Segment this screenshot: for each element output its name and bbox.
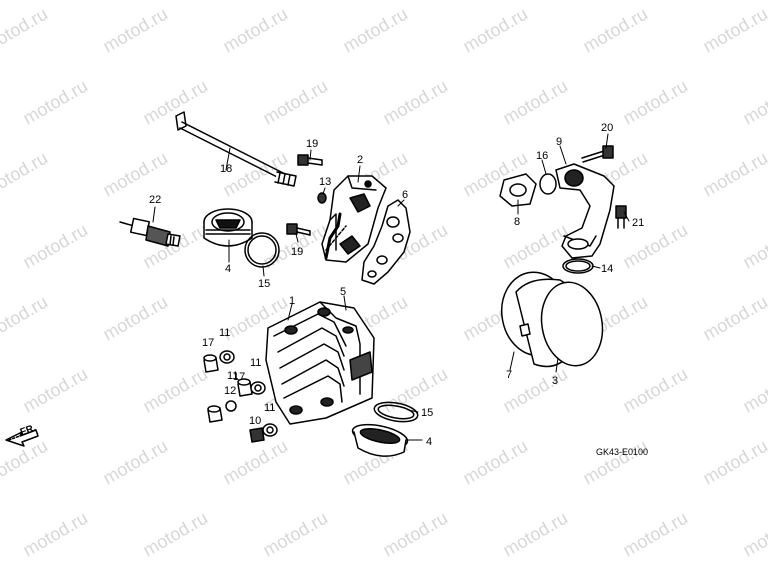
part-12-nut[interactable] <box>225 400 237 412</box>
part-8-insulator[interactable] <box>499 173 537 207</box>
part-20-bolt[interactable] <box>581 145 614 163</box>
callout-labels: 1 2 3 4 4 5 6 7 8 9 10 11 11 11 11 12 13… <box>149 122 644 448</box>
part-13-dowel[interactable] <box>317 192 327 204</box>
front-direction-arrow <box>5 429 39 447</box>
callout-7: 7 <box>506 369 512 381</box>
callout-12: 12 <box>224 385 236 397</box>
callout-19-upper: 19 <box>306 138 318 150</box>
part-17-cap-nut-lower[interactable] <box>207 405 223 423</box>
callout-2: 2 <box>357 154 363 166</box>
callout-14: 14 <box>601 263 613 275</box>
part-18-stud-bolt[interactable] <box>175 111 297 187</box>
callout-11-d: 11 <box>264 402 275 414</box>
callout-13: 13 <box>319 176 331 188</box>
callout-19-lower: 19 <box>291 246 303 258</box>
callout-11-c: 11 <box>227 370 238 382</box>
callout-11-b: 11 <box>250 357 261 369</box>
callout-3: 3 <box>552 375 558 387</box>
callout-9: 9 <box>556 136 562 148</box>
callout-22: 22 <box>149 194 161 206</box>
part-15-o-ring-upper[interactable] <box>244 232 280 268</box>
leader-lines <box>152 133 630 441</box>
part-19-bolt-upper[interactable] <box>297 154 323 166</box>
part-10-nut[interactable] <box>249 427 265 443</box>
part-22-spark-plug[interactable] <box>119 217 181 247</box>
part-9-intake-pipe[interactable] <box>555 163 615 259</box>
callout-20: 20 <box>601 122 613 134</box>
callout-4-lower: 4 <box>426 436 432 448</box>
callout-6: 6 <box>402 189 408 201</box>
part-11-washer-middle[interactable] <box>250 381 266 395</box>
callout-1: 1 <box>289 295 295 307</box>
callout-8: 8 <box>514 216 520 228</box>
part-17-cap-nut-middle[interactable] <box>237 378 253 397</box>
callout-4-upper: 4 <box>225 263 231 275</box>
part-11-washer-upper[interactable] <box>219 350 235 364</box>
part-4-tappet-cap-upper[interactable] <box>203 208 253 247</box>
part-14-o-ring[interactable] <box>562 258 594 274</box>
callout-10: 10 <box>249 415 261 427</box>
callout-17-b: 17 <box>233 371 245 383</box>
part-11-washer-lower[interactable] <box>262 423 278 437</box>
front-direction-label: FR. <box>19 422 38 438</box>
callout-18: 18 <box>220 163 232 175</box>
part-6-gasket[interactable] <box>361 199 411 285</box>
part-17-cap-nut-upper[interactable] <box>203 354 219 373</box>
part-16-o-ring[interactable] <box>539 173 557 195</box>
part-4-tappet-cap-lower[interactable] <box>351 420 410 457</box>
callout-16: 16 <box>536 150 548 162</box>
callout-11-a: 11 <box>219 327 230 339</box>
diagram-code: GK43-E0100 <box>596 447 648 457</box>
callout-5: 5 <box>340 286 346 298</box>
callout-15-lower: 15 <box>421 407 433 419</box>
part-15-o-ring-lower[interactable] <box>373 399 419 424</box>
callout-17-a: 17 <box>202 337 214 349</box>
part-3-air-cleaner-case[interactable] <box>515 277 609 370</box>
callout-21: 21 <box>632 217 644 229</box>
part-1-cylinder-head[interactable] <box>265 301 375 425</box>
part-2-cam-holder[interactable] <box>321 175 387 263</box>
callout-15-upper: 15 <box>258 278 270 290</box>
part-19-bolt-lower[interactable] <box>286 223 311 236</box>
part-21-bolt[interactable] <box>615 205 627 229</box>
